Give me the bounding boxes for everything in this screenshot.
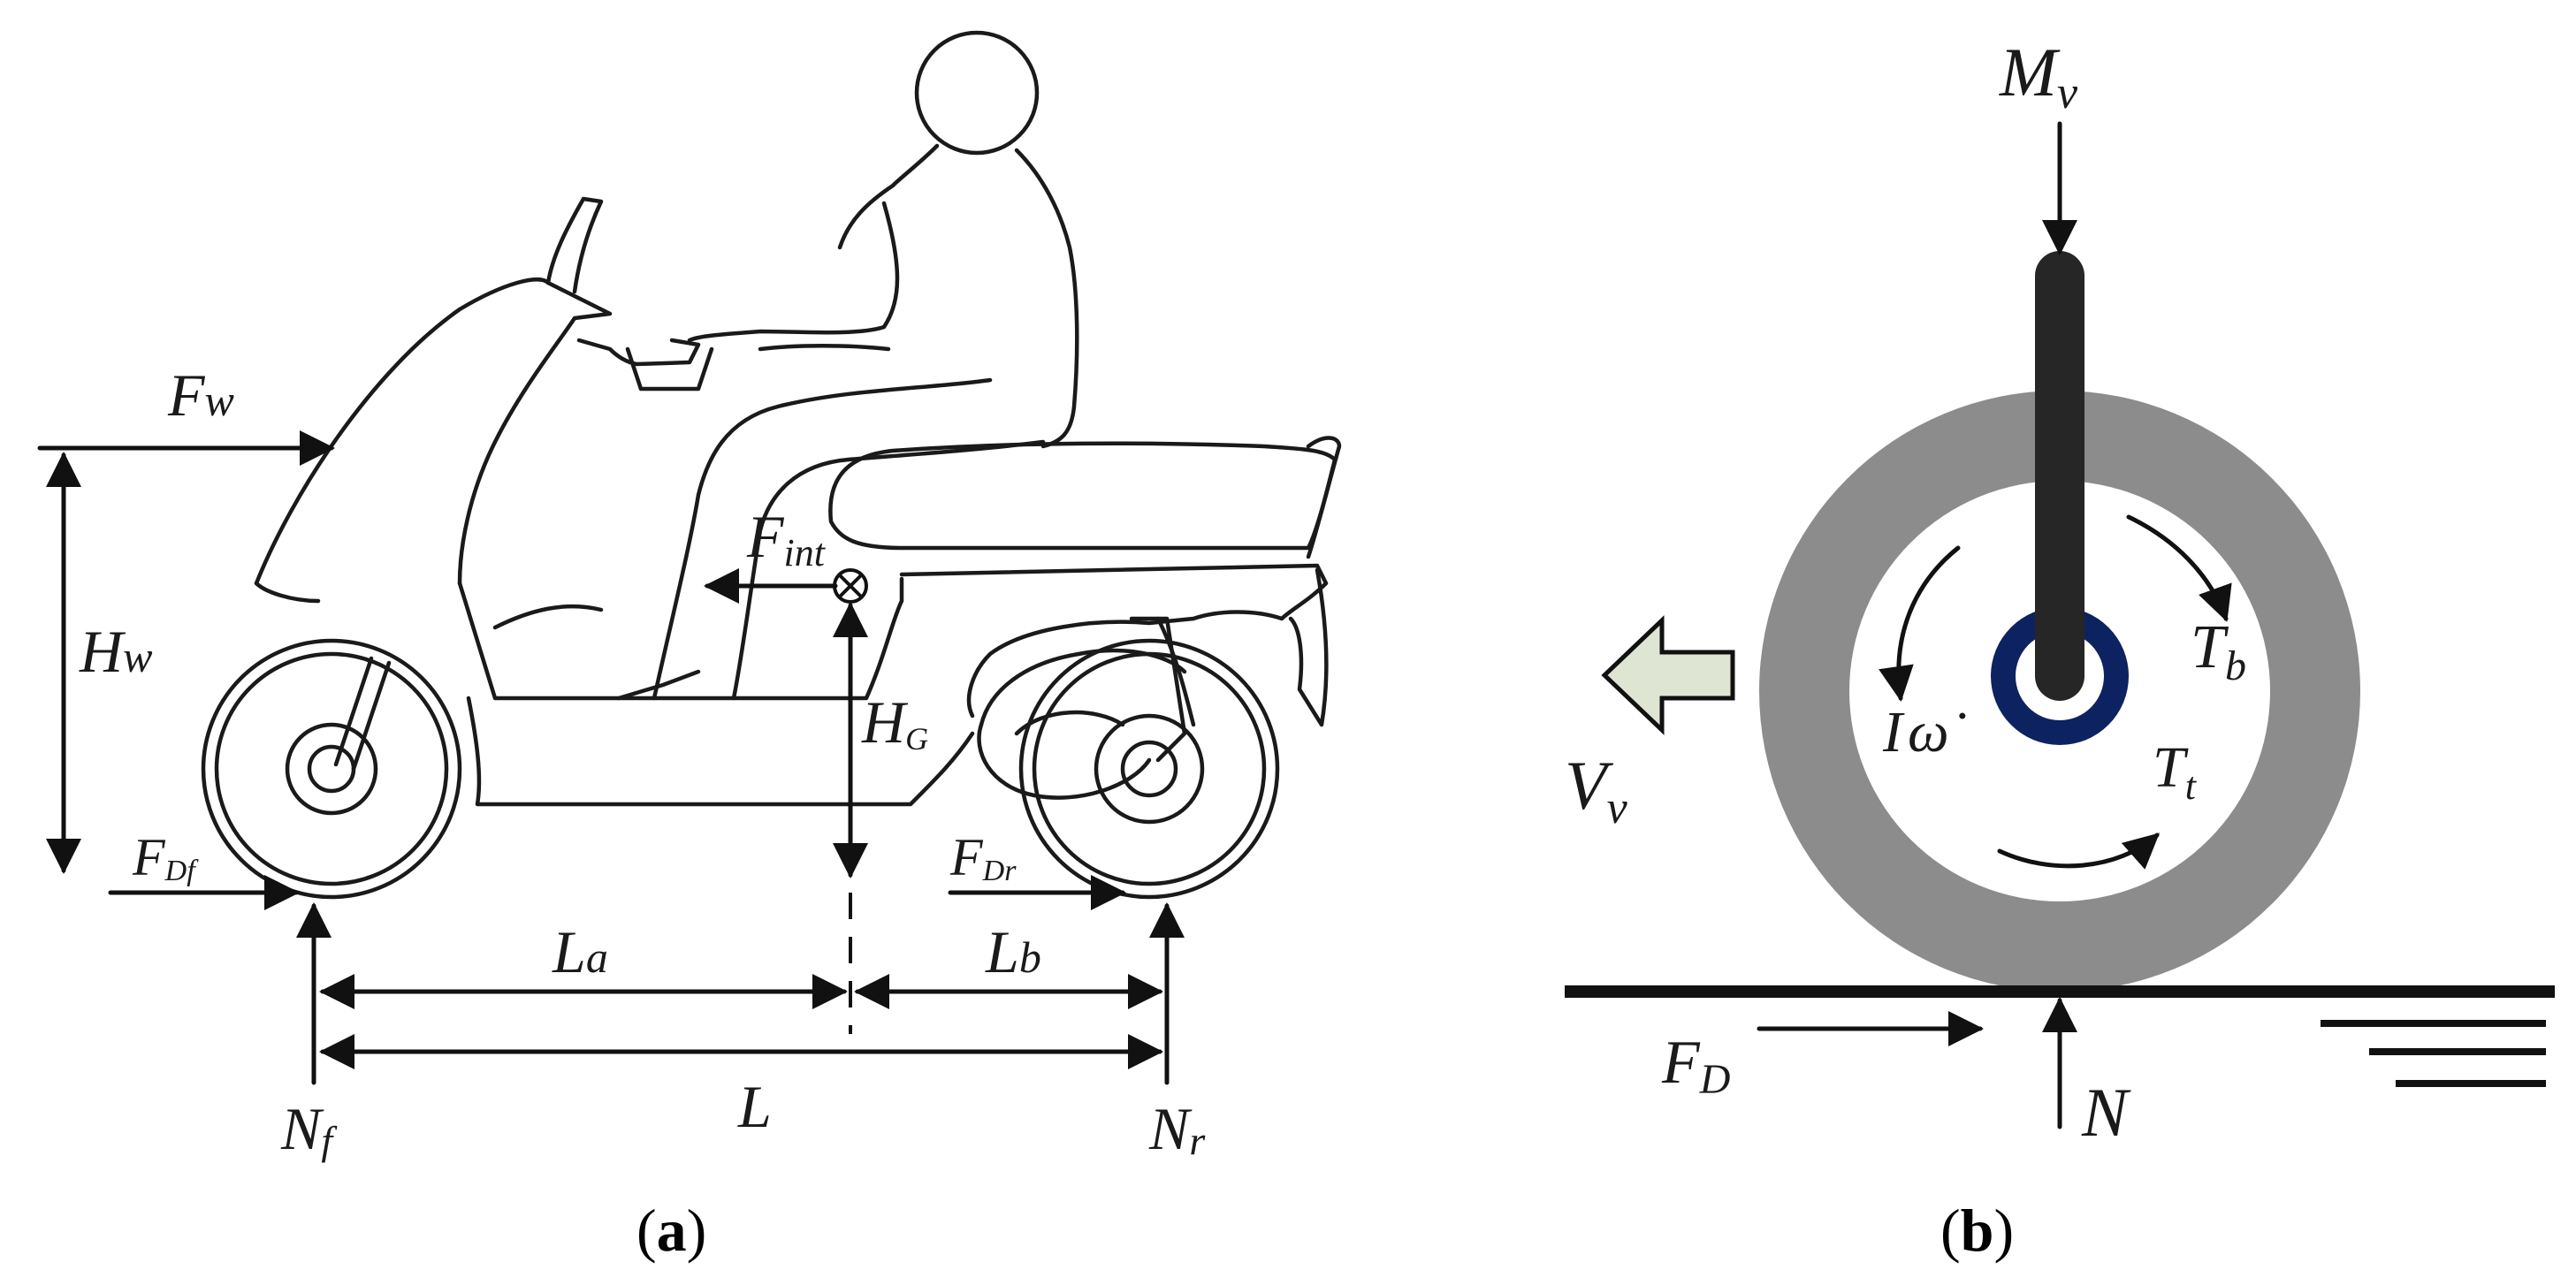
scooter-sketch (254, 30, 1342, 807)
front-wheel (201, 638, 462, 900)
label-tt: Tt (2153, 735, 2198, 808)
label-fd: FD (1661, 1029, 1730, 1103)
tt-rotation-arrow (1997, 833, 2160, 870)
label-nr: Nr (1148, 1095, 1206, 1163)
label-hw: Hw (79, 618, 152, 685)
panel-b-wheel: Mv Tb Tt Iω̇ Vv FD N (b) (1565, 34, 2555, 1264)
label-lb: Lb (985, 918, 1041, 985)
label-tb: Tb (2191, 613, 2246, 689)
label-nf: Nf (280, 1095, 338, 1163)
label-fdf: FDf (132, 828, 199, 887)
label-hg: HG (861, 688, 928, 757)
label-l: L (737, 1073, 772, 1140)
velocity-arrow (1601, 615, 1735, 735)
label-la: La (552, 918, 608, 985)
panel-a-scooter: Fw Hw Fint HG FDf FDr La Lb L Nf Nr (a) (37, 30, 1342, 1264)
caption-b: (b) (1940, 1197, 2014, 1264)
rear-wheel (1018, 638, 1280, 900)
label-n: N (2081, 1074, 2131, 1151)
label-fint: Fint (746, 503, 827, 574)
inertia-rotation-arrow (1879, 545, 1961, 702)
label-mv: Mv (1999, 34, 2078, 118)
label-fdr: FDr (949, 828, 1017, 887)
center-of-gravity-marker (833, 568, 868, 604)
tb-rotation-arrow (2126, 514, 2232, 622)
label-fw: Fw (167, 361, 234, 429)
caption-a: (a) (636, 1197, 706, 1264)
label-vv: Vv (1565, 747, 1628, 833)
